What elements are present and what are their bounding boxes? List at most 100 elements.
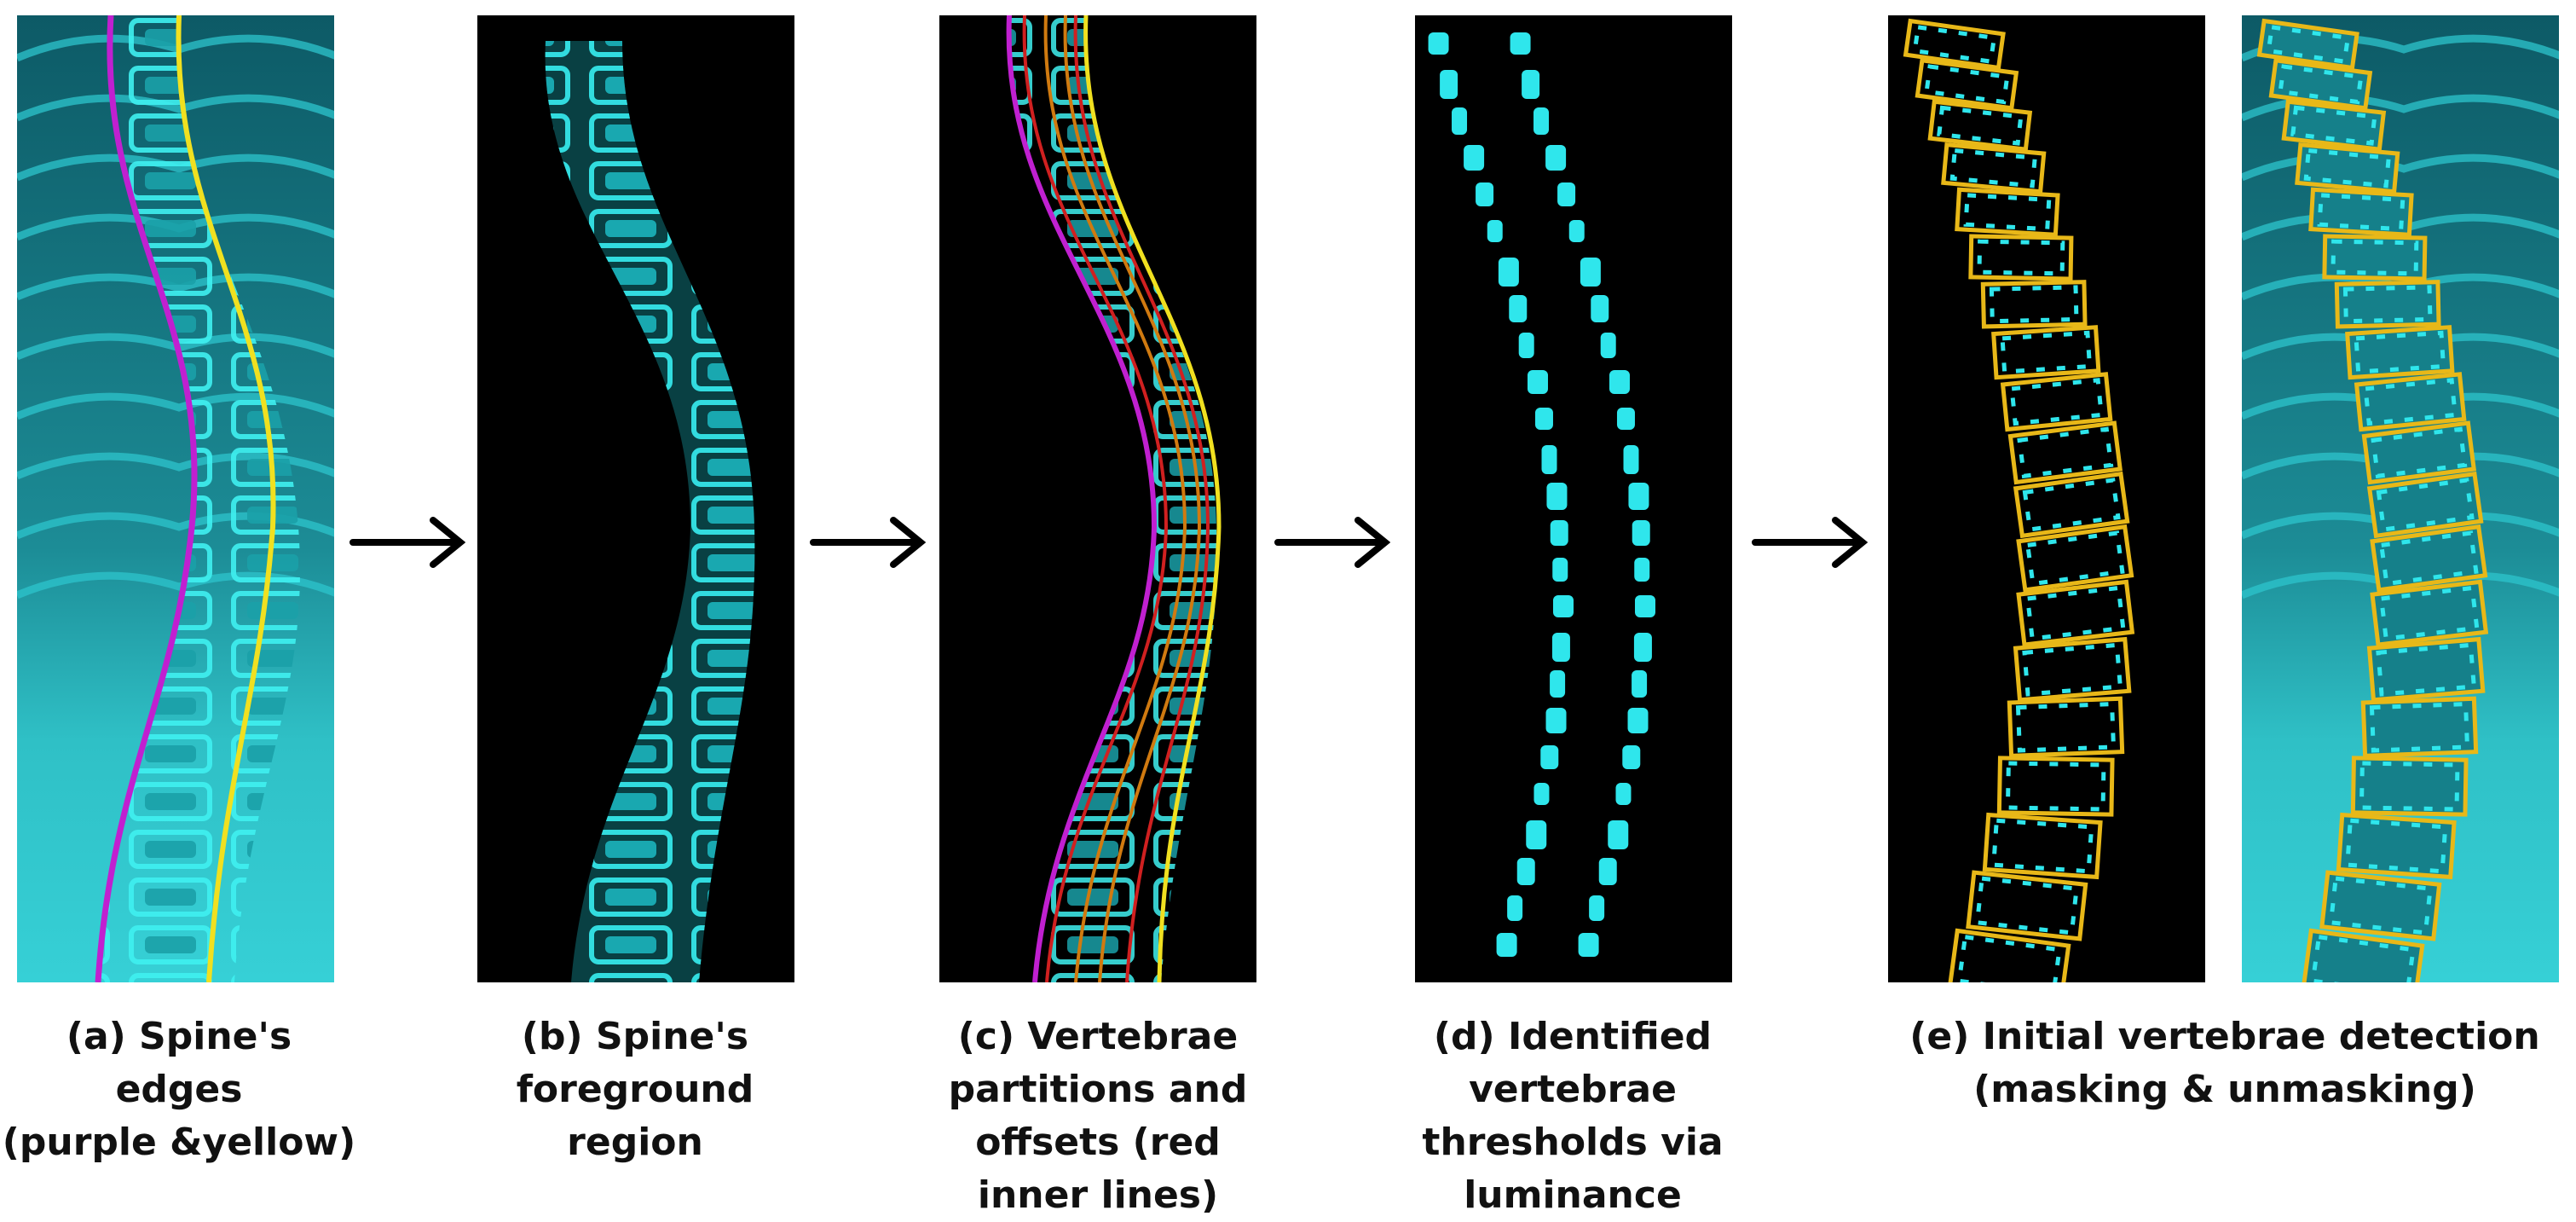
vertebra-detection-box <box>2366 471 2484 539</box>
vertebra-threshold-blob <box>1526 820 1547 849</box>
vertebra-detection-box <box>2281 99 2387 152</box>
vertebra-detection-box <box>2361 420 2477 485</box>
caption-e: (e) Initial vertebrae detection (masking… <box>1909 1015 2540 1111</box>
vertebra-detection-box <box>2013 636 2132 703</box>
vertebra-detection-box <box>2354 372 2467 432</box>
vertebra-threshold-blob <box>1552 558 1568 582</box>
vertebra-threshold-blob <box>1452 107 1468 135</box>
vertebra-threshold-blob <box>1591 295 1609 322</box>
vertebra-threshold-blob <box>1507 895 1523 921</box>
vertebra-threshold-blob <box>1627 708 1649 733</box>
vertebra-detection-box <box>2350 756 2469 817</box>
vertebra-threshold-blob <box>1545 708 1567 733</box>
vertebra-threshold-blob <box>1487 220 1503 242</box>
spine-edge-yellow <box>176 15 276 982</box>
vertebra-threshold-blob <box>1440 70 1458 99</box>
vertebra-threshold-blob <box>1589 895 1605 921</box>
vertebra-threshold-blob <box>1476 182 1494 206</box>
vertebra-threshold-blob <box>1634 595 1655 617</box>
vertebra-detection-box <box>2334 280 2441 329</box>
caption-b: (b) Spine's foreground region <box>516 1015 754 1164</box>
vertebra-detection-box <box>2007 696 2125 758</box>
spine-edge-purple <box>1006 15 1158 982</box>
vertebra-detection-box <box>2016 579 2135 647</box>
vertebra-detection-box <box>1991 325 2101 380</box>
vertebra-threshold-blob <box>1623 445 1639 474</box>
vertebra-threshold-blob <box>1510 32 1531 55</box>
vertebra-detection-box <box>2370 524 2488 593</box>
vertebra-detection-box <box>2366 636 2486 703</box>
partition-line <box>1063 15 1202 982</box>
panel-e-masked-detection <box>1888 15 2205 982</box>
right-arrow-icon <box>1274 517 1391 568</box>
vertebra-detection-box <box>1915 58 2019 111</box>
vertebra-threshold-blob <box>1568 220 1585 242</box>
vertebra-detection-box <box>1982 812 2103 880</box>
vertebra-detection-box <box>2016 524 2134 593</box>
vertebra-threshold-blob <box>1600 333 1616 358</box>
vertebra-threshold-blob <box>1527 370 1548 394</box>
right-arrow-icon <box>1752 517 1868 568</box>
offset-line <box>1073 15 1210 982</box>
vertebra-threshold-blob <box>1550 670 1566 698</box>
vertebra-detection-box <box>2301 928 2425 982</box>
vertebra-threshold-blob <box>1518 333 1534 358</box>
spine-edge-yellow <box>1083 15 1222 982</box>
panel-d-luminance-thresholds <box>1415 15 1732 982</box>
vertebra-detection-box <box>1927 99 2033 152</box>
vertebra-threshold-blob <box>1632 520 1650 546</box>
vertebra-detection-box <box>2013 471 2130 539</box>
vertebra-threshold-blob <box>1598 858 1617 885</box>
vertebra-threshold-blob <box>1609 370 1630 394</box>
vertebra-threshold-blob <box>1522 70 1540 99</box>
vertebra-threshold-blob <box>1616 408 1635 430</box>
vertebra-threshold-blob <box>1608 820 1629 849</box>
vertebra-threshold-blob <box>1615 783 1632 805</box>
panel-e-unmasked-detection <box>2242 15 2559 982</box>
vertebra-detection-box <box>1941 142 2047 194</box>
partition-line <box>1043 15 1187 982</box>
vertebra-threshold-blob <box>1534 408 1553 430</box>
vertebra-detection-box <box>2308 187 2414 237</box>
vertebra-threshold-blob <box>1632 670 1648 698</box>
panel-b-foreground-region <box>477 15 794 982</box>
vertebra-threshold-blob <box>1498 258 1519 287</box>
caption-a: (a) Spine's edges (purple &yellow) <box>2 1015 356 1164</box>
vertebra-threshold-blob <box>1552 595 1574 617</box>
vertebra-threshold-blob <box>1550 520 1568 546</box>
vertebra-threshold-blob <box>1580 258 1601 287</box>
vertebra-threshold-blob <box>1516 858 1535 885</box>
spine-edge-purple <box>95 15 198 982</box>
vertebra-threshold-blob <box>1622 745 1641 769</box>
vertebra-detection-box <box>2319 870 2442 941</box>
vertebra-threshold-blob <box>1578 933 1599 957</box>
vertebra-detection-box <box>1966 870 2088 941</box>
vertebra-threshold-blob <box>1633 633 1652 662</box>
vertebra-threshold-blob <box>1509 295 1528 322</box>
panel-a-xray-edges <box>17 15 334 982</box>
vertebra-detection-box <box>2000 372 2113 432</box>
vertebra-threshold-blob <box>1428 32 1449 55</box>
vertebra-threshold-blob <box>1541 445 1557 474</box>
vertebra-detection-box <box>1996 756 2115 817</box>
panel-c-partitions-offsets <box>939 15 1256 982</box>
vertebra-threshold-blob <box>1540 745 1559 769</box>
vertebra-detection-box <box>2360 696 2479 758</box>
vertebra-detection-box <box>1947 928 2071 982</box>
vertebra-threshold-blob <box>1464 145 1485 171</box>
vertebra-threshold-blob <box>1551 633 1570 662</box>
vertebra-threshold-blob <box>1533 107 1550 135</box>
vertebra-detection-box <box>2345 325 2455 380</box>
vertebra-threshold-blob <box>1533 783 1550 805</box>
vertebra-threshold-blob <box>1546 483 1568 510</box>
right-arrow-icon <box>349 517 466 568</box>
vertebra-detection-box <box>2268 58 2373 111</box>
vertebra-detection-box <box>2295 142 2400 194</box>
caption-c: (c) Vertebrae partitions and offsets (re… <box>948 1015 1248 1217</box>
vertebra-threshold-blob <box>1634 558 1650 582</box>
offset-line <box>1022 15 1169 982</box>
vertebra-detection-box <box>1903 18 2006 71</box>
vertebra-detection-box <box>1968 234 2074 281</box>
vertebra-threshold-blob <box>1496 933 1517 957</box>
caption-d: (d) Identified vertebrae thresholds via … <box>1422 1015 1724 1217</box>
